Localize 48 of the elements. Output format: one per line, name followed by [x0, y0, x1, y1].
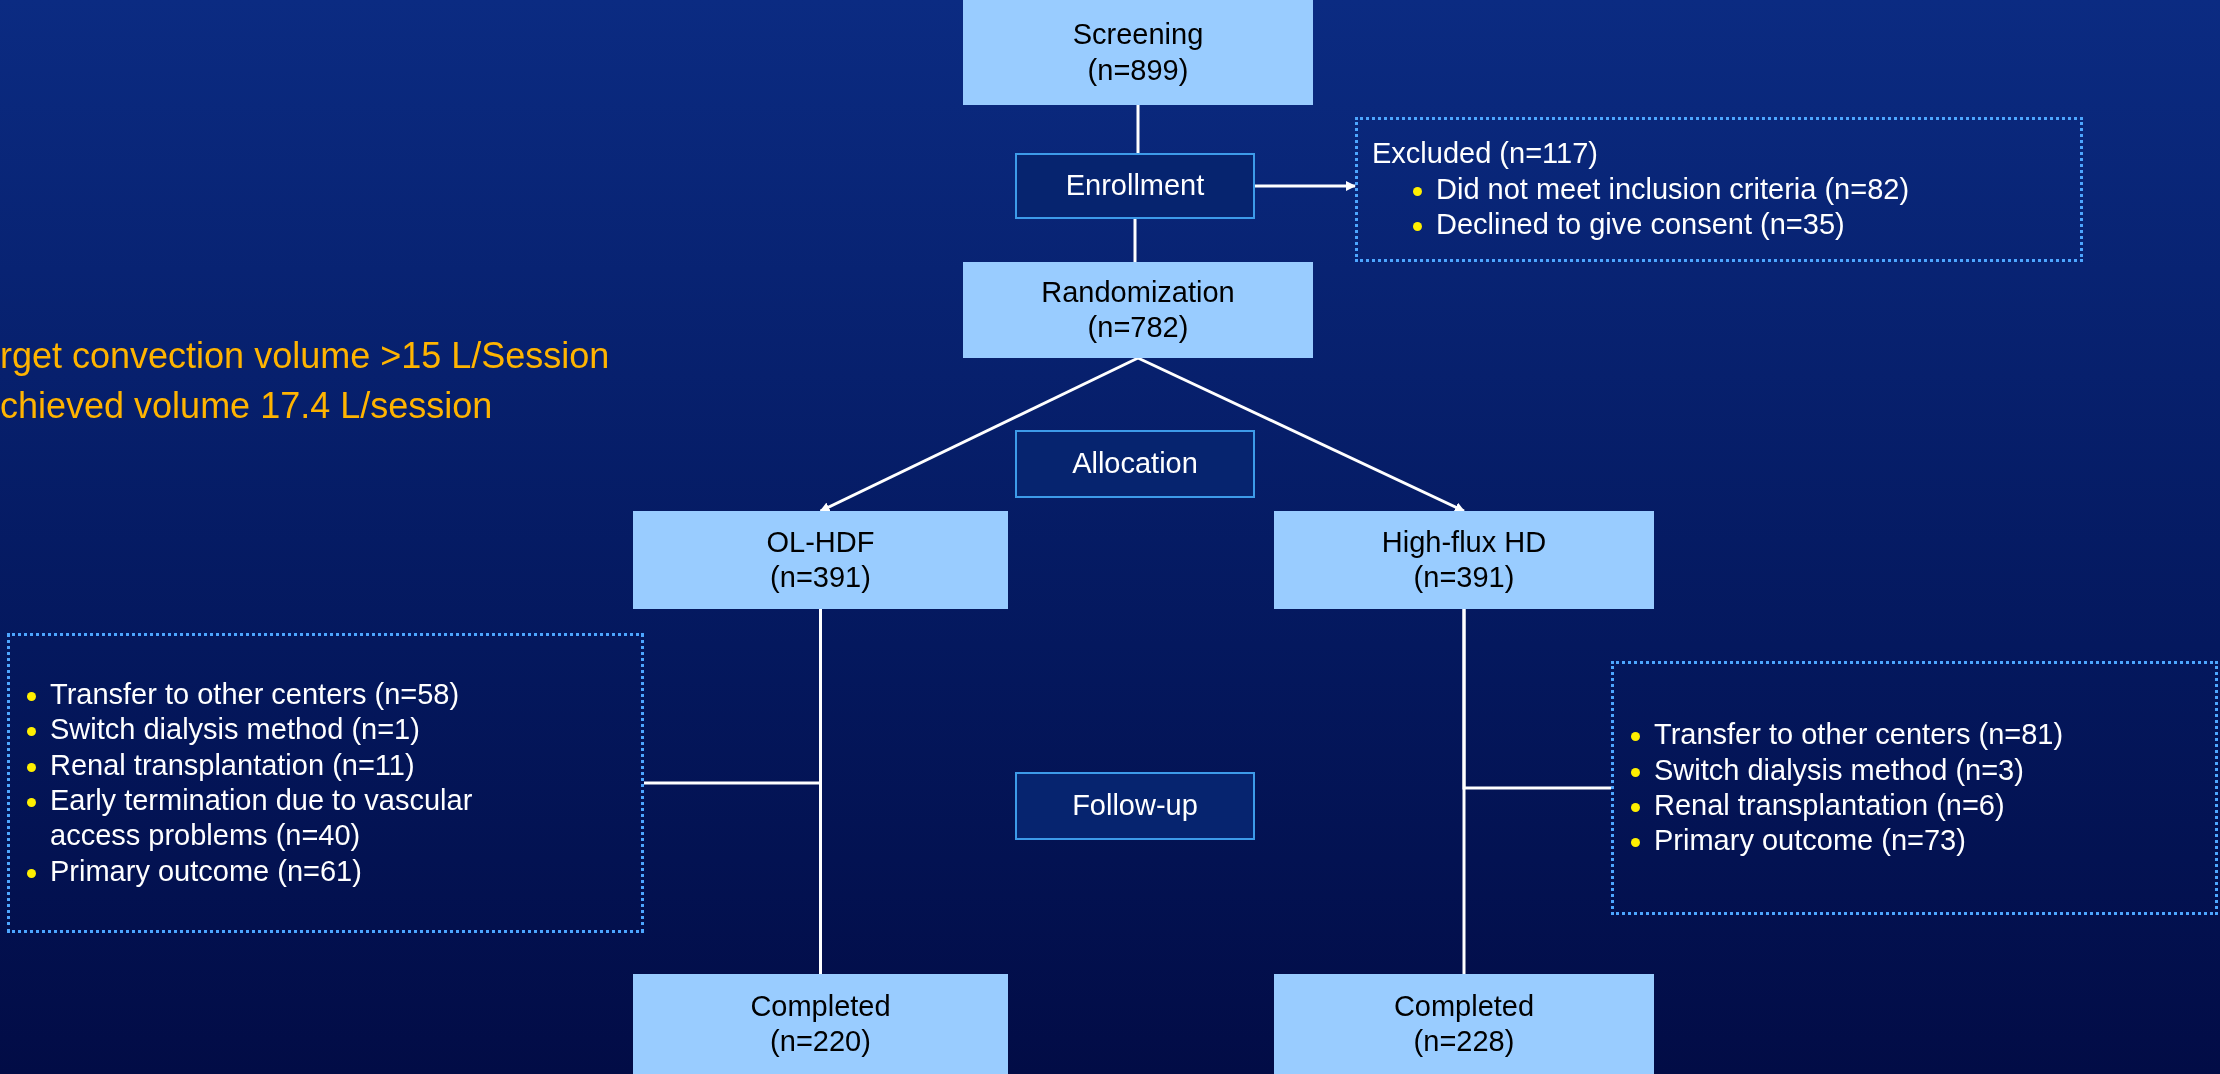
box-title: Completed — [750, 988, 891, 1024]
note-heading: Excluded (n=117) — [1372, 136, 1598, 172]
bullet-item: Switch dialysis method (n=1) — [50, 712, 420, 748]
bullet-item: Transfer to other centers (n=58) — [50, 676, 460, 712]
count-text: (n=391) — [1413, 560, 1515, 595]
bullet-item: Primary outcome (n=61) — [50, 853, 362, 889]
note-box — [1355, 117, 2083, 262]
bullet-item: Renal transplantation (n=11) — [50, 747, 415, 783]
bullet-item: Declined to give consent (n=35) — [1436, 207, 1845, 243]
bullet-item: Did not meet inclusion criteria (n=82) — [1436, 171, 1910, 207]
note-box — [7, 633, 644, 933]
bullet-item: Early termination due to vascular access problems (n=40) — [50, 783, 474, 854]
stage-box — [1015, 430, 1255, 498]
process-box — [963, 0, 1313, 105]
count-text: (n=782) — [1087, 310, 1189, 345]
bullet-item: Renal transplantation (n=6) — [1654, 788, 2005, 823]
connector-line — [644, 609, 822, 785]
note-box — [1611, 661, 2218, 915]
process-box — [1274, 974, 1654, 1074]
box-title: OL-HDF — [766, 524, 875, 560]
arrow — [819, 356, 1139, 513]
stage-box — [1015, 772, 1255, 840]
stage-box — [1015, 153, 1255, 219]
bullet-item: Transfer to other centers (n=81) — [1654, 717, 2064, 753]
connector-line — [1462, 609, 1611, 790]
connector-line — [1136, 105, 1140, 153]
box-title: Enrollment — [1065, 168, 1205, 204]
bullet-item: Switch dialysis method (n=3) — [1654, 752, 2024, 788]
note-text: rget convection volume >15 L/Session — [0, 335, 610, 377]
count-text: (n=228) — [1413, 1024, 1515, 1059]
note-text: chieved volume 17.4 L/session — [0, 385, 493, 427]
process-box — [963, 262, 1313, 358]
box-title: High-flux HD — [1381, 524, 1547, 560]
process-box — [633, 974, 1008, 1074]
box-title: Randomization — [1041, 274, 1235, 310]
arrow — [1255, 181, 1356, 191]
connector-line — [1133, 219, 1137, 262]
count-text: (n=391) — [770, 560, 871, 595]
count-text: (n=220) — [770, 1024, 871, 1059]
box-title: Allocation — [1072, 446, 1198, 482]
box-title: Follow-up — [1072, 788, 1198, 824]
process-box — [633, 511, 1008, 609]
bullet-item: Primary outcome (n=73) — [1654, 823, 1966, 859]
count-text: (n=899) — [1087, 52, 1189, 88]
arrow — [1137, 356, 1465, 513]
box-title: Completed — [1393, 988, 1535, 1024]
box-title: Screening — [1072, 17, 1204, 53]
process-box — [1274, 511, 1654, 609]
